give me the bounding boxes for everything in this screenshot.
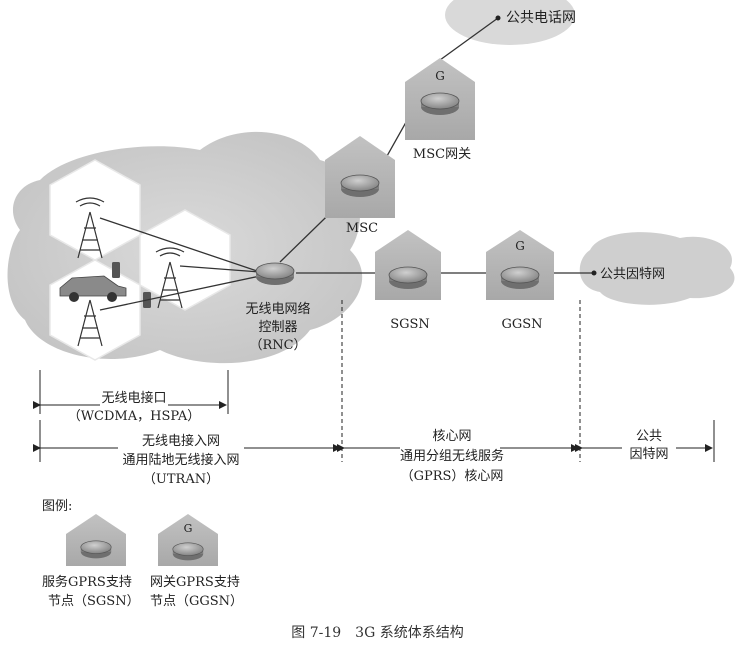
ran-label: 无线电接入网: [142, 433, 220, 449]
radio-cells: [49, 159, 231, 361]
radio-interface-label: 无线电接口: [101, 390, 166, 406]
top-cloud: [445, 0, 575, 45]
car-icon: [59, 275, 127, 302]
gprs-label: 通用分组无线服务: [400, 448, 504, 464]
msc-gateway-node: G: [405, 58, 475, 140]
rnc-label-1: 无线电网络: [245, 301, 310, 317]
phone-icon: [112, 262, 120, 278]
legend-ggsn-label-2: 节点（GGSN）: [150, 594, 243, 609]
legend-ggsn-label-1: 网关GPRS支持: [150, 575, 240, 590]
gprs-core-label: （GPRS）核心网: [401, 469, 504, 484]
sgsn-label: SGSN: [390, 317, 430, 332]
pstn-label: 公共电话网: [506, 10, 576, 26]
internet-cloud: [579, 232, 735, 305]
figure-caption: 图 7-19 3G 系统体系结构: [291, 625, 464, 641]
tower-icon: [75, 197, 105, 259]
utran-label: 通用陆地无线接入网: [122, 452, 239, 468]
radio-interface-tech: （WCDMA，HSPA）: [68, 409, 201, 424]
utran-abbr: （UTRAN）: [143, 472, 219, 487]
gateway-mark: G: [435, 69, 445, 83]
legend-sgsn-icon: [66, 514, 126, 566]
public-label: 公共: [636, 429, 662, 444]
legend-ggsn-icon: G: [158, 514, 218, 566]
msc-node: [325, 136, 395, 218]
svg-text:G: G: [184, 522, 193, 535]
sgsn-node: [375, 230, 441, 300]
public-internet-label: 因特网: [629, 447, 668, 462]
rnc-label-2: 控制器: [258, 320, 297, 335]
ggsn-label: GGSN: [501, 317, 542, 332]
legend-sgsn-label-2: 节点（SGSN）: [48, 594, 140, 609]
ggsn-node: G: [486, 230, 554, 300]
span-arrows: [33, 300, 715, 462]
legend-sgsn-label-1: 服务GPRS支持: [42, 574, 132, 590]
tower-icon: [155, 247, 185, 309]
rnc-node: [255, 262, 295, 286]
internet-label: 公共因特网: [600, 267, 665, 282]
rnc-label-3: （RNC）: [249, 338, 306, 353]
msc-gateway-label: MSC网关: [413, 147, 471, 162]
msc-label: MSC: [346, 221, 378, 236]
gateway-mark: G: [515, 239, 525, 253]
legend-title: 图例:: [42, 499, 72, 514]
core-label: 核心网: [432, 429, 471, 444]
